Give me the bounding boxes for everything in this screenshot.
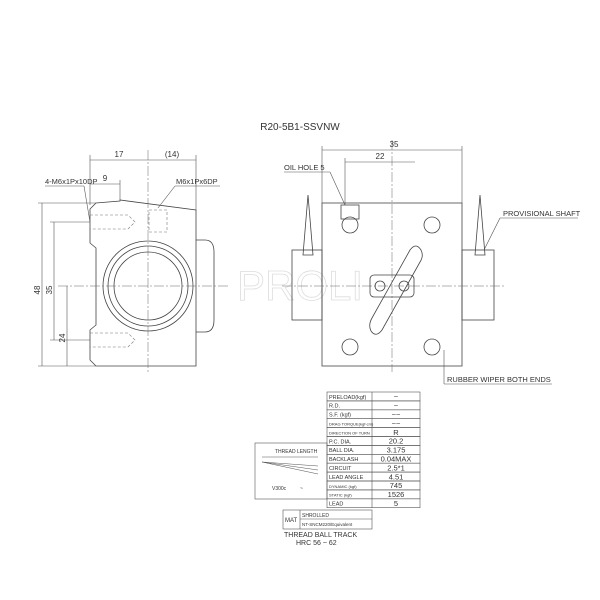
- spec-value: 5: [394, 499, 398, 508]
- spec-label: R.D.: [329, 404, 340, 410]
- spec-value: 2.5*1: [387, 463, 405, 472]
- spec-value: 4.51: [389, 472, 404, 481]
- end-view: 17 (14) 9 4-M6x1Px10DP M6x1Px6DP 48 35 2…: [33, 150, 228, 372]
- spec-label: DRAG TORQUE(kgf-cm): [329, 422, 374, 427]
- spec-label: DIRECTION OF TURN: [329, 430, 370, 435]
- dim-35-right: 35: [390, 140, 399, 149]
- spec-row: [326, 400, 421, 411]
- tap-label-top: M6x1Px6DP: [176, 177, 218, 186]
- material-block: MAT SHROLLED NT-SNCM220/Equivalent THREA…: [282, 509, 373, 547]
- spec-label: BALL DIA.: [329, 448, 355, 454]
- spec-value: 20.2: [389, 437, 404, 446]
- spec-value: R: [393, 428, 399, 437]
- watermark: PROLI: [237, 262, 363, 309]
- spec-value: ~~: [392, 419, 401, 428]
- spec-label: BACKLASH: [329, 457, 358, 463]
- spec-label: P.C. DIA.: [329, 439, 352, 445]
- spec-row: [326, 498, 421, 508]
- ball-return-slot: [369, 245, 423, 335]
- spec-value: 0.04MAX: [381, 455, 412, 464]
- oil-hole: [340, 204, 360, 220]
- dim-35-left: 35: [45, 285, 54, 294]
- material-line1: SHROLLED: [302, 513, 329, 519]
- rubber-wiper-label: RUBBER WIPER BOTH ENDS: [447, 375, 551, 384]
- dim-48: 48: [33, 285, 42, 294]
- spec-value: 745: [390, 481, 403, 490]
- spec-label: DYNAMIC (kgf): [329, 484, 357, 489]
- material-label: MAT: [285, 518, 298, 524]
- spec-value: 1526: [388, 490, 405, 499]
- spec-label: PRELOAD(kgf): [329, 395, 366, 401]
- thread-chart-note: V300c: [272, 486, 287, 492]
- material-line2: NT-SNCM220/Equivalent: [302, 522, 353, 527]
- dim-17: 17: [115, 150, 124, 159]
- right-flange: [461, 249, 495, 321]
- hardness-line1: THREAD BALL TRACK: [284, 532, 357, 539]
- oil-hole-label: OIL HOLE 5: [284, 163, 325, 172]
- spec-label: CIRCUIT: [329, 466, 352, 472]
- spec-value: 3.175: [387, 446, 406, 455]
- provisional-shaft-label: PROVISIONAL SHAFT: [503, 209, 581, 218]
- spec-table: PRELOAD(kgf) ~ R.D. ~ S.F. (kgf) ~~ DRAG TORQU…: [326, 391, 421, 508]
- spec-label: LEAD ANGLE: [329, 475, 364, 481]
- dim-22: 22: [376, 152, 385, 161]
- end-view-body: [89, 199, 197, 367]
- hardness-line2: HRC 56 ~ 62: [296, 540, 337, 547]
- tap-label-left: 4-M6x1Px10DP: [45, 177, 98, 186]
- dim-9: 9: [103, 174, 108, 183]
- side-view: 35 22 OIL HOLE 5 PROVISIONAL SHAFT RUBBE…: [282, 140, 581, 385]
- dim-24: 24: [58, 333, 67, 342]
- provisional-shaft-pins: [302, 194, 486, 256]
- spec-value: ~~: [392, 410, 401, 419]
- thread-chart-note2: ~: [300, 486, 303, 492]
- spec-value: ~: [394, 401, 399, 410]
- dim-14: (14): [165, 150, 180, 159]
- spec-label: S.F. (kgf): [329, 413, 351, 419]
- left-flange: [291, 249, 323, 321]
- spec-value: ~: [394, 392, 399, 401]
- drawing-title: R20-5B1-SSVNW: [260, 122, 340, 133]
- thread-length-chart: THREAD LENGTH V300c ~: [254, 442, 328, 500]
- thread-chart-title: THREAD LENGTH: [275, 449, 318, 455]
- spec-label: STATIC (kgf): [329, 493, 352, 498]
- spec-label: LEAD: [329, 502, 343, 508]
